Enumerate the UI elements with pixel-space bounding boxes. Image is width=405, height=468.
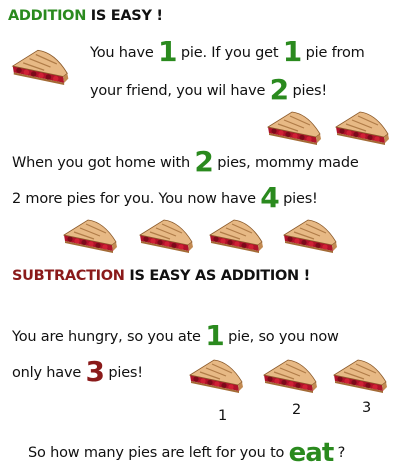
number-two: 2 <box>269 73 290 106</box>
addition-title: ADDITION <box>8 8 87 24</box>
subtraction-line-2: only have 3 pies! <box>12 355 143 388</box>
pie-slice-icon <box>332 106 392 146</box>
pie-slice-icon <box>206 214 266 254</box>
subtraction-heading: SUBTRACTION IS EASY AS ADDITION ! <box>12 268 310 284</box>
number-four: 4 <box>260 181 280 214</box>
pie-slice-icon <box>264 106 324 146</box>
subtraction-title-rest: IS EASY AS ADDITION ! <box>124 268 310 284</box>
question-line: So how many pies are left for you to eat… <box>28 438 346 468</box>
addition-title-rest: IS EASY ! <box>86 8 163 24</box>
pie-slice-icon <box>260 354 320 394</box>
pie-count-label: 2 <box>292 402 302 418</box>
number-one: 1 <box>158 35 178 68</box>
pie-slice-icon <box>280 214 340 254</box>
addition-line-2: your friend, you wil have 2 pies! <box>90 73 328 106</box>
pie-slice-icon <box>330 354 390 394</box>
number-one: 1 <box>205 319 225 352</box>
addition-line-1: You have 1 pie. If you get 1 pie from <box>90 35 365 68</box>
number-one: 1 <box>282 35 303 68</box>
pie-slice-icon <box>186 354 246 394</box>
number-three: 3 <box>85 355 105 388</box>
pie-count-label: 3 <box>362 400 372 416</box>
eat-word: eat <box>288 438 335 468</box>
addition-line-3: When you got home with 2 pies, mommy mad… <box>12 145 359 178</box>
number-two: 2 <box>194 145 214 178</box>
addition-line-4: 2 more pies for you. You now have 4 pies… <box>12 181 318 214</box>
subtraction-line-1: You are hungry, so you ate 1 pie, so you… <box>12 319 339 352</box>
pie-slice-icon <box>60 214 120 254</box>
pie-slice-icon <box>136 214 196 254</box>
pie-slice-icon <box>8 44 72 86</box>
addition-heading: ADDITION IS EASY ! <box>8 8 163 24</box>
pie-count-label: 1 <box>218 408 228 424</box>
subtraction-title: SUBTRACTION <box>12 268 125 284</box>
